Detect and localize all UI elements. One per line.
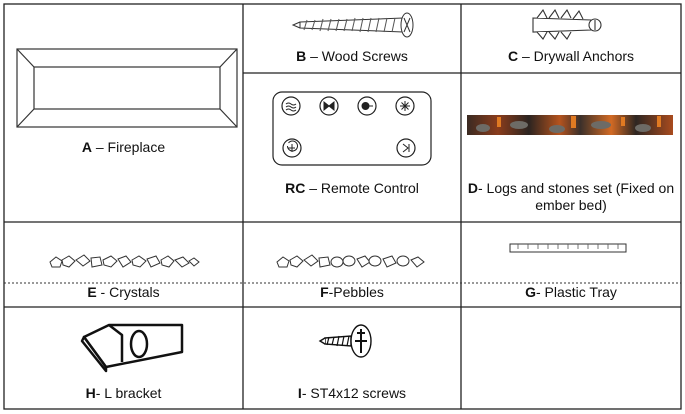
st4x12-screws-code: I — [297, 385, 302, 401]
cell-empty — [461, 307, 681, 409]
crystals-name: - Crystals — [96, 284, 160, 300]
plastic-tray-name: - Plastic Tray — [535, 284, 617, 300]
cell-remote-control: RC – Remote Control — [243, 73, 461, 222]
cell-wood-screws: B – Wood Screws — [243, 4, 461, 73]
st4x12-screw-icon — [318, 324, 372, 358]
drywall-anchors-code: C — [507, 48, 519, 64]
plastic-tray-code: G — [525, 284, 536, 300]
pebbles-label: F-Pebbles — [243, 284, 461, 301]
pebbles-icon — [276, 254, 425, 268]
crystals-code: E — [87, 284, 97, 300]
fireplace-code: A — [81, 139, 92, 155]
l-bracket-name: - L bracket — [95, 385, 162, 401]
cell-fireplace: A – Fireplace — [4, 4, 243, 222]
pebbles-name: -Pebbles — [328, 284, 384, 300]
l-bracket-icon — [80, 323, 184, 373]
remote-control-icon — [272, 91, 432, 166]
crystals-icon — [49, 254, 200, 268]
wood-screw-icon — [291, 12, 414, 38]
fireplace-name: – Fireplace — [91, 139, 166, 155]
cell-st4x12-screws: I- ST4x12 screws — [243, 307, 461, 409]
fireplace-icon — [16, 48, 238, 128]
cell-pebbles: F-Pebbles — [243, 222, 461, 307]
drywall-anchors-label: C – Drywall Anchors — [461, 48, 681, 65]
remote-control-code: RC — [285, 180, 306, 196]
st4x12-screws-label: I- ST4x12 screws — [243, 385, 461, 402]
logs-stones-label: D- Logs and stones set (Fixed on ember b… — [461, 180, 681, 214]
cell-drywall-anchors: C – Drywall Anchors — [461, 4, 681, 73]
cell-crystals: E - Crystals — [4, 222, 243, 307]
cell-l-bracket: H- L bracket — [4, 307, 243, 409]
cell-logs-stones: D- Logs and stones set (Fixed on ember b… — [461, 73, 681, 222]
l-bracket-label: H- L bracket — [4, 385, 243, 402]
cell-plastic-tray: G- Plastic Tray — [461, 222, 681, 307]
st4x12-screws-name: - ST4x12 screws — [301, 385, 407, 401]
crystals-label: E - Crystals — [4, 284, 243, 301]
l-bracket-code: H — [85, 385, 96, 401]
logs-stones-name: - Logs and stones set (Fixed on ember be… — [478, 180, 675, 213]
remote-control-name: – Remote Control — [305, 180, 419, 196]
wood-screws-name: – Wood Screws — [306, 48, 408, 64]
wood-screws-code: B — [296, 48, 307, 64]
plastic-tray-icon — [509, 243, 627, 253]
logs-stones-code: D — [467, 180, 478, 196]
pebbles-code: F — [320, 284, 329, 300]
plastic-tray-label: G- Plastic Tray — [461, 284, 681, 301]
drywall-anchors-name: – Drywall Anchors — [518, 48, 635, 64]
logs-stones-icon — [467, 115, 673, 135]
fireplace-label: A – Fireplace — [4, 139, 243, 156]
drywall-anchor-icon — [532, 8, 602, 40]
wood-screws-label: B – Wood Screws — [243, 48, 461, 65]
remote-control-label: RC – Remote Control — [243, 180, 461, 197]
